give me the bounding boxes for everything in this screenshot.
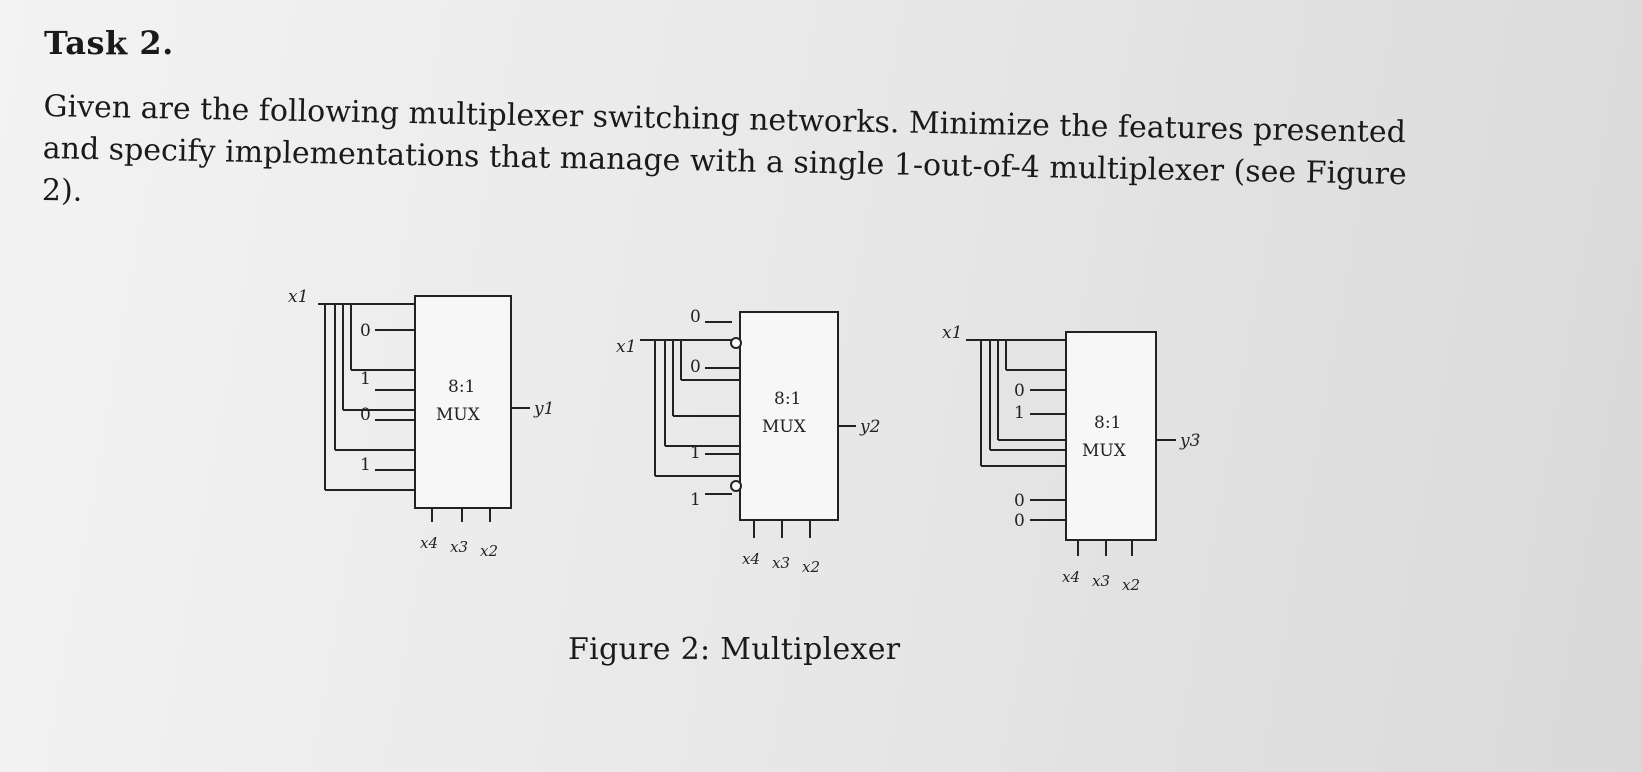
mux3-label-bottom: MUX (1082, 441, 1127, 461)
mux1-const-2: 0 (360, 405, 371, 425)
mux1-label-bottom: MUX (436, 405, 481, 425)
mux2-box (739, 311, 839, 521)
mux3-const-0: 0 (1014, 381, 1025, 401)
mux1-const-3: 1 (360, 455, 371, 475)
mux3-circuit (966, 331, 1176, 556)
mux1-circuit (318, 295, 530, 522)
mux1-box (414, 295, 512, 509)
mux1-output: y1 (533, 399, 554, 419)
mux3-input-var: x1 (942, 323, 962, 343)
figure-caption: Figure 2: Multiplexer (568, 632, 901, 667)
mux2-select-1: x3 (772, 554, 790, 572)
mux1-select-1: x3 (450, 538, 468, 556)
mux1-const-0: 0 (360, 321, 371, 341)
mux3-select-0: x4 (1062, 568, 1080, 586)
mux3-const-2: 0 (1014, 491, 1025, 511)
mux1-select-0: x4 (420, 534, 438, 552)
mux2-const-1: 0 (690, 357, 701, 377)
mux3-label-top: 8:1 (1094, 413, 1121, 433)
mux1-select-2: x2 (480, 542, 498, 560)
mux2-select-2: x2 (802, 558, 820, 576)
mux3-box (1065, 331, 1157, 541)
mux2-select-0: x4 (742, 550, 760, 568)
mux2-label-bottom: MUX (762, 417, 807, 437)
mux2-const-3: 1 (690, 490, 701, 510)
mux1-input-var: x1 (288, 287, 308, 307)
mux3-select-1: x3 (1092, 572, 1110, 590)
mux3-const-3: 0 (1014, 511, 1025, 531)
mux2-const-2: 1 (690, 443, 701, 463)
task-title: Task 2. (44, 24, 174, 62)
mux2-input-var: x1 (616, 337, 636, 357)
mux1-label-top: 8:1 (448, 377, 475, 397)
mux1-const-1: 1 (360, 369, 371, 389)
mux3-const-1: 1 (1014, 403, 1025, 423)
mux3-select-2: x2 (1122, 576, 1140, 594)
mux2-circuit (640, 311, 856, 538)
mux2-const-0: 0 (690, 307, 701, 327)
mux3-output: y3 (1179, 431, 1200, 451)
mux2-output: y2 (859, 417, 880, 437)
mux2-label-top: 8:1 (774, 389, 801, 409)
